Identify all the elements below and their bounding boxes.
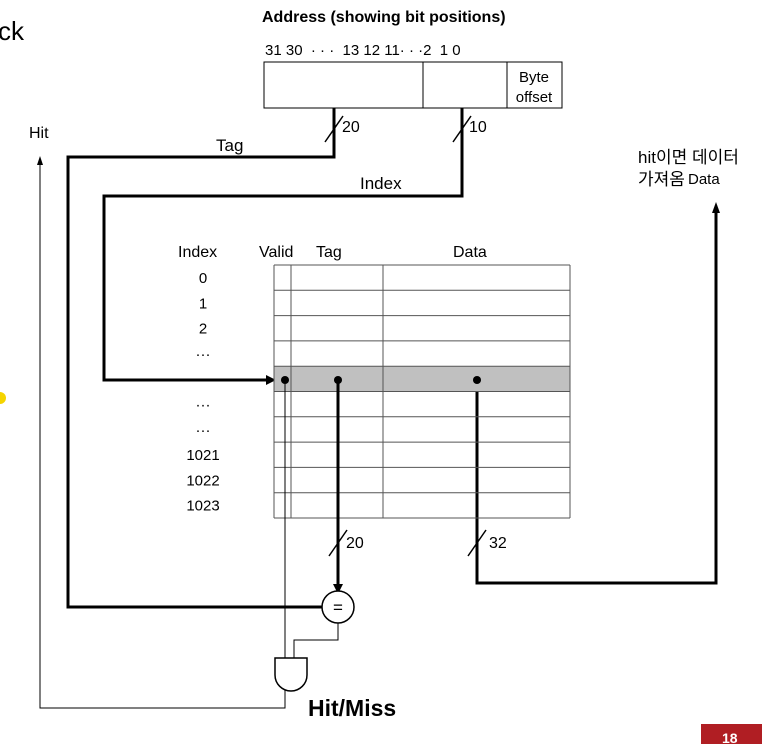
data-out-slash bbox=[467, 529, 487, 557]
stored-tag-arrowhead bbox=[333, 584, 343, 594]
header-data: Data bbox=[453, 244, 487, 261]
page-number: 18 bbox=[722, 730, 738, 746]
compare-result-line bbox=[293, 623, 339, 658]
data-tap-dot bbox=[473, 376, 481, 384]
selected-row-highlight bbox=[274, 366, 570, 392]
korean-annotation-line2: 가져옴 bbox=[638, 170, 685, 189]
hit-miss-label: Hit/Miss bbox=[308, 695, 396, 721]
data-out-bus bbox=[475, 213, 718, 585]
index-label-row: ··· bbox=[196, 397, 211, 414]
tag-label: Tag bbox=[216, 136, 243, 155]
slide-text-fragment: ck bbox=[0, 16, 25, 46]
hit-line bbox=[39, 163, 286, 709]
index-label-row: 1021 bbox=[186, 447, 219, 464]
index-label-row: 0 bbox=[199, 270, 207, 287]
stored-tag-slash bbox=[328, 529, 348, 557]
index-label-row: 1 bbox=[199, 295, 207, 312]
header-tag: Tag bbox=[316, 244, 342, 261]
tag-bus-slash bbox=[324, 115, 344, 143]
index-bus-slash bbox=[452, 115, 472, 143]
address-bit-positions: 31 30 · · · 13 12 11· · ·2 1 0 bbox=[265, 42, 461, 59]
hit-line-arrowhead bbox=[37, 156, 43, 165]
stored-tag-width: 20 bbox=[346, 535, 364, 552]
highlight-dot bbox=[0, 392, 6, 404]
hit-label: Hit bbox=[29, 125, 49, 142]
comparator-symbol: = bbox=[333, 598, 343, 617]
header-index: Index bbox=[178, 244, 217, 261]
cache-table bbox=[273, 264, 571, 519]
index-bus-arrowhead bbox=[266, 375, 276, 385]
index-label-row: 1022 bbox=[186, 472, 219, 489]
index-label-row: 1023 bbox=[186, 498, 219, 515]
korean-annotation-line1: hit이면 데이터 bbox=[638, 148, 739, 167]
data-out-width: 32 bbox=[489, 535, 507, 552]
byte-offset-label-line1: Byte bbox=[519, 69, 549, 86]
index-labels-bottom: ··· ··· 1021 1022 1023 bbox=[186, 397, 219, 515]
index-bus bbox=[102, 108, 464, 382]
data-out-arrowhead bbox=[712, 202, 720, 213]
address-title: Address (showing bit positions) bbox=[262, 9, 506, 26]
byte-offset-label-line2: offset bbox=[516, 89, 553, 106]
table-grid bbox=[273, 264, 571, 519]
index-label-row: ··· bbox=[196, 422, 211, 439]
address-register bbox=[263, 61, 563, 109]
index-label: Index bbox=[360, 174, 402, 193]
index-label-row: ··· bbox=[196, 346, 211, 363]
tag-bus bbox=[66, 108, 336, 609]
page-number-badge bbox=[701, 724, 762, 744]
index-label-row: 2 bbox=[199, 321, 207, 338]
index-bus-width: 10 bbox=[469, 119, 487, 136]
tag-bus-width: 20 bbox=[342, 119, 360, 136]
data-output-label: Data bbox=[688, 171, 720, 188]
index-labels-top: 0 1 2 ··· bbox=[196, 270, 211, 363]
and-gate bbox=[274, 657, 308, 692]
header-valid: Valid bbox=[259, 244, 293, 261]
